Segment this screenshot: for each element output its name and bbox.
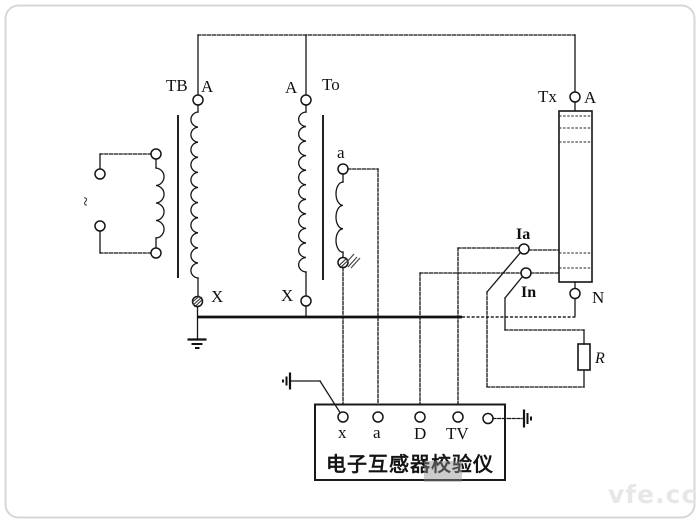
right-earth-connection: [492, 409, 532, 428]
terminal-tv-label: TV: [446, 424, 469, 443]
calibrator-terminal-x: [337, 411, 349, 423]
tb-terminal-a: [192, 94, 204, 106]
calibrator-terminal-a: [372, 411, 384, 423]
left-earth-connection: [282, 372, 341, 414]
to-secondary-winding: a: [335, 143, 379, 413]
source-terminal-top: [94, 168, 106, 180]
tb-terminal-a-label: A: [201, 77, 214, 96]
to-label: To: [322, 75, 340, 94]
terminal-a-label: a: [373, 423, 381, 442]
calibrator-terminal-case: [482, 412, 494, 425]
tx-terminal-a-label: A: [584, 88, 597, 107]
scribble-mark: [346, 253, 361, 269]
tx-terminal-n-label: N: [592, 288, 604, 307]
earth-icon-left: [282, 372, 292, 390]
to-terminal-a: [300, 94, 312, 106]
excitation-winding-terminal-bottom: [150, 247, 162, 259]
calibrator-terminal-d: [414, 411, 426, 423]
earth-icon-right: [522, 409, 532, 428]
calibrator-title: 电子互感器校验仪: [326, 452, 494, 476]
in-label: In: [521, 284, 536, 301]
to-secondary-coil: [335, 181, 344, 253]
tx-terminal-a: [569, 91, 581, 103]
calibrator-box: x a D TV 电子互感器校验仪: [314, 403, 506, 482]
to-secondary-a-label: a: [337, 143, 345, 162]
to-terminal-x-label: X: [281, 286, 293, 305]
watermark-text: vfe.cc: [608, 480, 697, 509]
in-switch-link: [504, 275, 524, 299]
tb-winding: [190, 111, 199, 279]
tb-terminal-x-label: X: [211, 287, 223, 306]
tx-terminal-n: [569, 287, 581, 300]
ia-label: Ia: [516, 226, 530, 243]
to-terminal-a-label: A: [285, 78, 298, 97]
ground-icon: [187, 338, 207, 349]
tx-body: [558, 110, 593, 283]
electronic-transformer-tx: Tx A N: [538, 87, 604, 317]
ia-switch-link: [486, 251, 522, 293]
transformer-tb: TB A X: [166, 76, 223, 349]
tx-label: Tx: [538, 87, 557, 106]
to-terminal-x: [300, 295, 312, 307]
tb-label: TB: [166, 76, 188, 95]
ac-source-symbol: ~: [76, 197, 95, 206]
to-primary-winding: [298, 111, 307, 273]
top-bus: [197, 34, 576, 96]
transformer-to: A To X: [281, 75, 340, 317]
calibrator-terminal-tv: [452, 411, 464, 423]
terminal-d-label: D: [414, 424, 426, 443]
excitation-winding-terminal-top: [150, 148, 162, 160]
ia-terminal: [518, 243, 530, 255]
to-secondary-terminal-a: [337, 163, 349, 175]
source-terminal-bottom: [94, 220, 106, 232]
resistor-r-label: R: [594, 350, 605, 367]
smudge-highlight: [424, 461, 462, 482]
burden-resistor-circuit: R: [486, 291, 605, 388]
terminal-x-label: x: [338, 423, 347, 442]
current-output-terminals: Ia In: [419, 226, 560, 413]
ac-source: ~: [76, 148, 165, 259]
resistor-r: [577, 343, 591, 371]
